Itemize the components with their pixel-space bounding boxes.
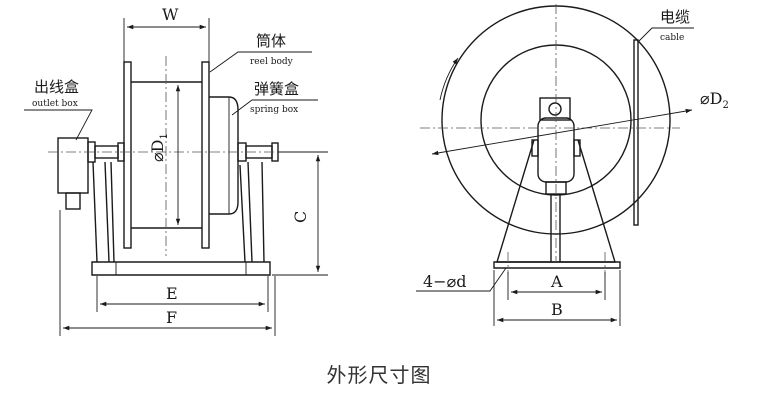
side-view-dimensions [24, 18, 328, 336]
outlet-box-leader [24, 109, 93, 141]
dim-D1: ⌀D1 [148, 133, 170, 162]
reel-body-label-cn: 筒体 [256, 32, 286, 50]
outlet-box-label-cn: 出线盒 [34, 78, 79, 96]
spring-box-shape [209, 96, 239, 215]
dim-F: F [166, 308, 177, 327]
holes-leader [416, 267, 507, 292]
outlet-box-label-en: outlet box [32, 99, 78, 109]
cable-label-en: cable [660, 33, 684, 43]
dim-B: B [551, 300, 563, 319]
dim-holes: 4−⌀d [423, 272, 466, 291]
drawing-caption: 外形尺寸图 [327, 363, 432, 387]
left-flange [123, 61, 132, 249]
dim-E: E [166, 284, 178, 303]
right-flange [201, 61, 210, 249]
reel-drum [131, 81, 202, 229]
spring-box-leader [231, 99, 318, 116]
dim-W: W [162, 5, 179, 24]
spring-box-label-en: spring box [250, 105, 298, 115]
side-view [48, 56, 290, 276]
cable-leader [637, 27, 694, 43]
outlet-box-shape [57, 137, 89, 194]
dim-A: A [550, 272, 563, 291]
reel-body-label-en: reel body [250, 57, 294, 67]
front-view-dimensions [416, 27, 694, 326]
cable-label-cn: 电缆 [660, 8, 690, 26]
dim-D2: ⌀D2 [700, 89, 729, 111]
cable-shape [633, 39, 639, 226]
dim-C: C [291, 211, 310, 223]
front-view [420, 4, 680, 275]
spring-box-label-cn: 弹簧盒 [254, 80, 299, 98]
reel-body-leader [209, 51, 312, 73]
